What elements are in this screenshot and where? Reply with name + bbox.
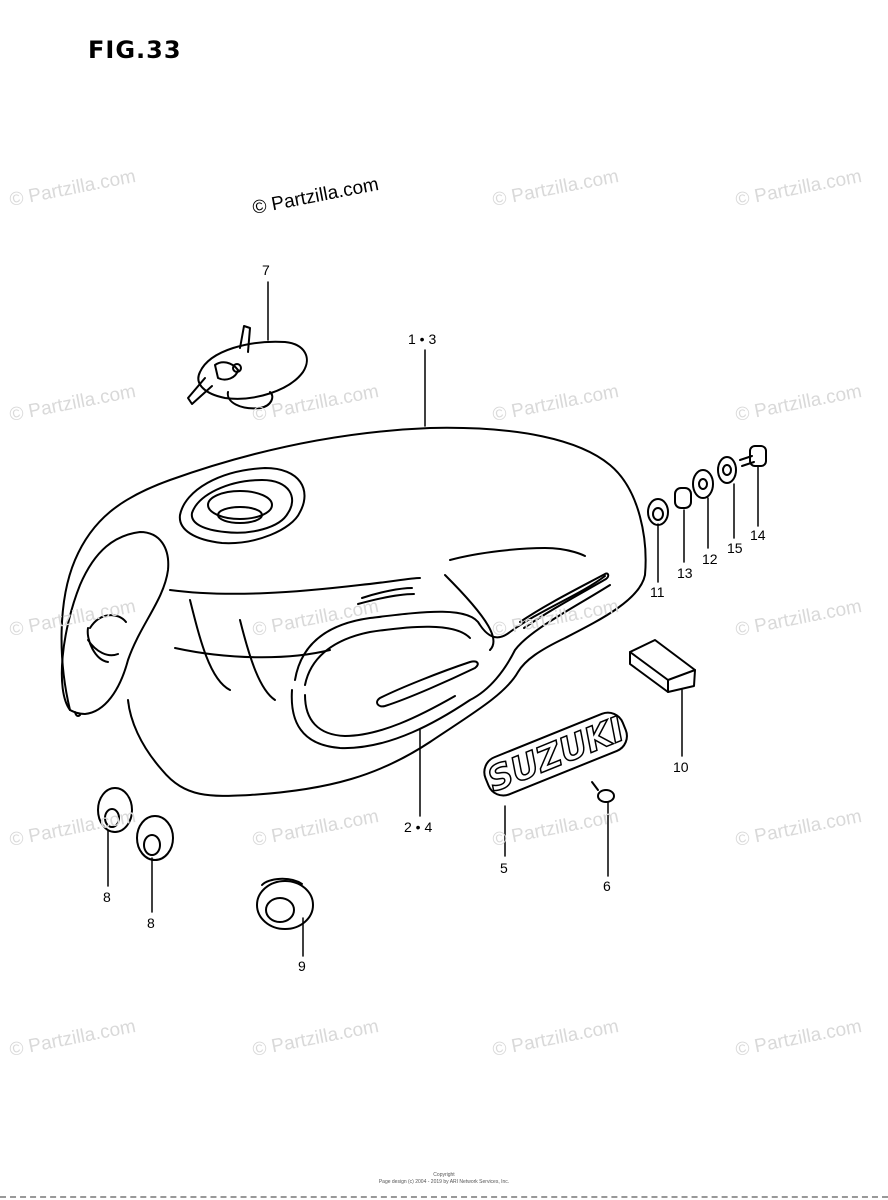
callout-8-left: 8 bbox=[103, 889, 111, 905]
callout-11: 11 bbox=[650, 584, 665, 600]
fuel-cap bbox=[187, 325, 308, 410]
callout-15: 15 bbox=[727, 540, 743, 556]
leader-lines bbox=[107, 281, 759, 957]
callout-8-right: 8 bbox=[147, 915, 155, 931]
callout-13: 13 bbox=[677, 565, 693, 581]
callout-14: 14 bbox=[750, 527, 766, 543]
suzuki-emblem-text: SUZUKI bbox=[482, 710, 630, 801]
callout-6: 6 bbox=[603, 878, 611, 894]
fuel-tank bbox=[60, 426, 647, 797]
callout-10: 10 bbox=[673, 759, 689, 775]
footer-page-design: Page design (c) 2004 - 2019 by ARI Netwo… bbox=[378, 1179, 510, 1185]
figure-title: FIG.33 bbox=[88, 36, 182, 64]
callout-2-4: 2 • 4 bbox=[404, 819, 433, 835]
footer-divider bbox=[0, 1196, 888, 1198]
callout-5: 5 bbox=[500, 860, 508, 876]
tank-pad bbox=[629, 639, 696, 693]
callout-12: 12 bbox=[702, 551, 718, 567]
footer-copyright: Copyright bbox=[433, 1172, 455, 1178]
callout-9: 9 bbox=[298, 958, 306, 974]
cushions bbox=[97, 787, 174, 861]
mounting-hardware bbox=[647, 445, 767, 526]
grommet bbox=[256, 877, 314, 930]
callout-1-3: 1 • 3 bbox=[408, 331, 437, 347]
suzuki-emblem: SUZUKI bbox=[481, 709, 630, 801]
screw bbox=[591, 781, 615, 803]
callout-7: 7 bbox=[262, 262, 270, 278]
